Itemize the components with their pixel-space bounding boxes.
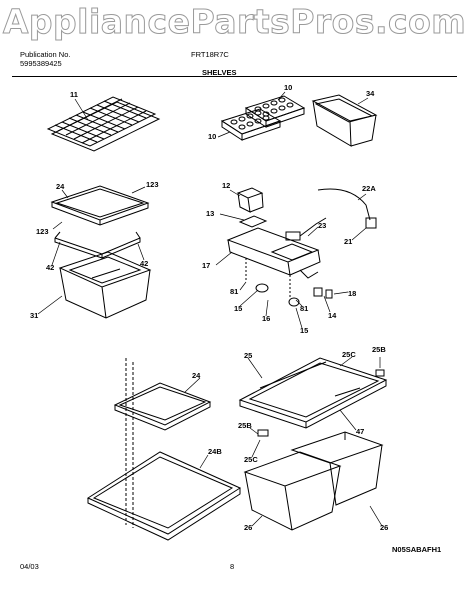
callout-24-top: 24 (56, 182, 65, 191)
callout-18: 18 (348, 289, 357, 298)
callout-42-left: 42 (46, 263, 55, 272)
glass-shelf-24-drawing (113, 382, 212, 431)
ice-tray-lower-drawing (220, 108, 282, 141)
callout-22A: 22A (362, 184, 376, 193)
callout-23: 23 (318, 221, 327, 230)
footer-date: 04/03 (20, 562, 39, 571)
header-rule (12, 76, 457, 77)
callout-24B: 24B (208, 447, 222, 456)
crisper-pair-drawing (243, 431, 384, 531)
ice-bin-drawing (311, 94, 378, 147)
crisper-cover-drawing (238, 357, 388, 437)
callout-17: 17 (202, 261, 211, 270)
callout-16: 16 (262, 314, 271, 323)
shelf-frame-drawing (54, 231, 141, 259)
wire-shelf-drawing (46, 96, 161, 152)
callout-31: 31 (30, 311, 39, 320)
callout-11: 11 (70, 90, 78, 99)
callout-123-right: 123 (146, 180, 159, 189)
ice-maker-drawing (226, 187, 377, 307)
leader-lines (37, 91, 383, 527)
wall-rails-drawing (125, 358, 134, 528)
callout-14: 14 (328, 311, 337, 320)
callout-26-left: 26 (244, 523, 253, 532)
footer-code: N05SABAFH1 (392, 545, 442, 554)
glass-shelf-24B-drawing (86, 451, 242, 541)
callout-24-shelf: 24 (192, 371, 201, 380)
callout-25: 25 (244, 351, 253, 360)
glass-shelf-small-drawing (50, 185, 150, 226)
callout-10-lower: 10 (208, 132, 217, 141)
callout-81-right: 81 (300, 304, 309, 313)
callout-15-right: 15 (300, 326, 309, 335)
publication-label: Publication No. (20, 50, 71, 59)
callout-42-right: 42 (140, 259, 149, 268)
callout-25B-bottom: 25B (238, 421, 252, 430)
callout-13: 13 (206, 209, 215, 218)
callout-34: 34 (366, 89, 375, 98)
watermark: AppliancePartsPros.com (2, 2, 467, 42)
section-title: SHELVES (202, 68, 237, 77)
callout-15-left: 15 (234, 304, 243, 313)
callout-25B-top: 25B (372, 345, 386, 354)
model-number: FRT18R7C (191, 50, 229, 59)
callout-25C-bottom: 25C (244, 455, 258, 464)
publication-number: 5995389425 (20, 59, 62, 68)
footer-page: 8 (230, 562, 235, 571)
callout-123-left: 123 (36, 227, 49, 236)
callout-21: 21 (344, 237, 353, 246)
callout-81-left: 81 (230, 287, 239, 296)
callout-25C-top: 25C (342, 350, 356, 359)
crisper-drawer-drawing (58, 251, 152, 319)
callout-12: 12 (222, 181, 231, 190)
callout-47: 47 (356, 427, 365, 436)
callout-26-right: 26 (380, 523, 389, 532)
callout-10-upper: 10 (284, 83, 293, 92)
